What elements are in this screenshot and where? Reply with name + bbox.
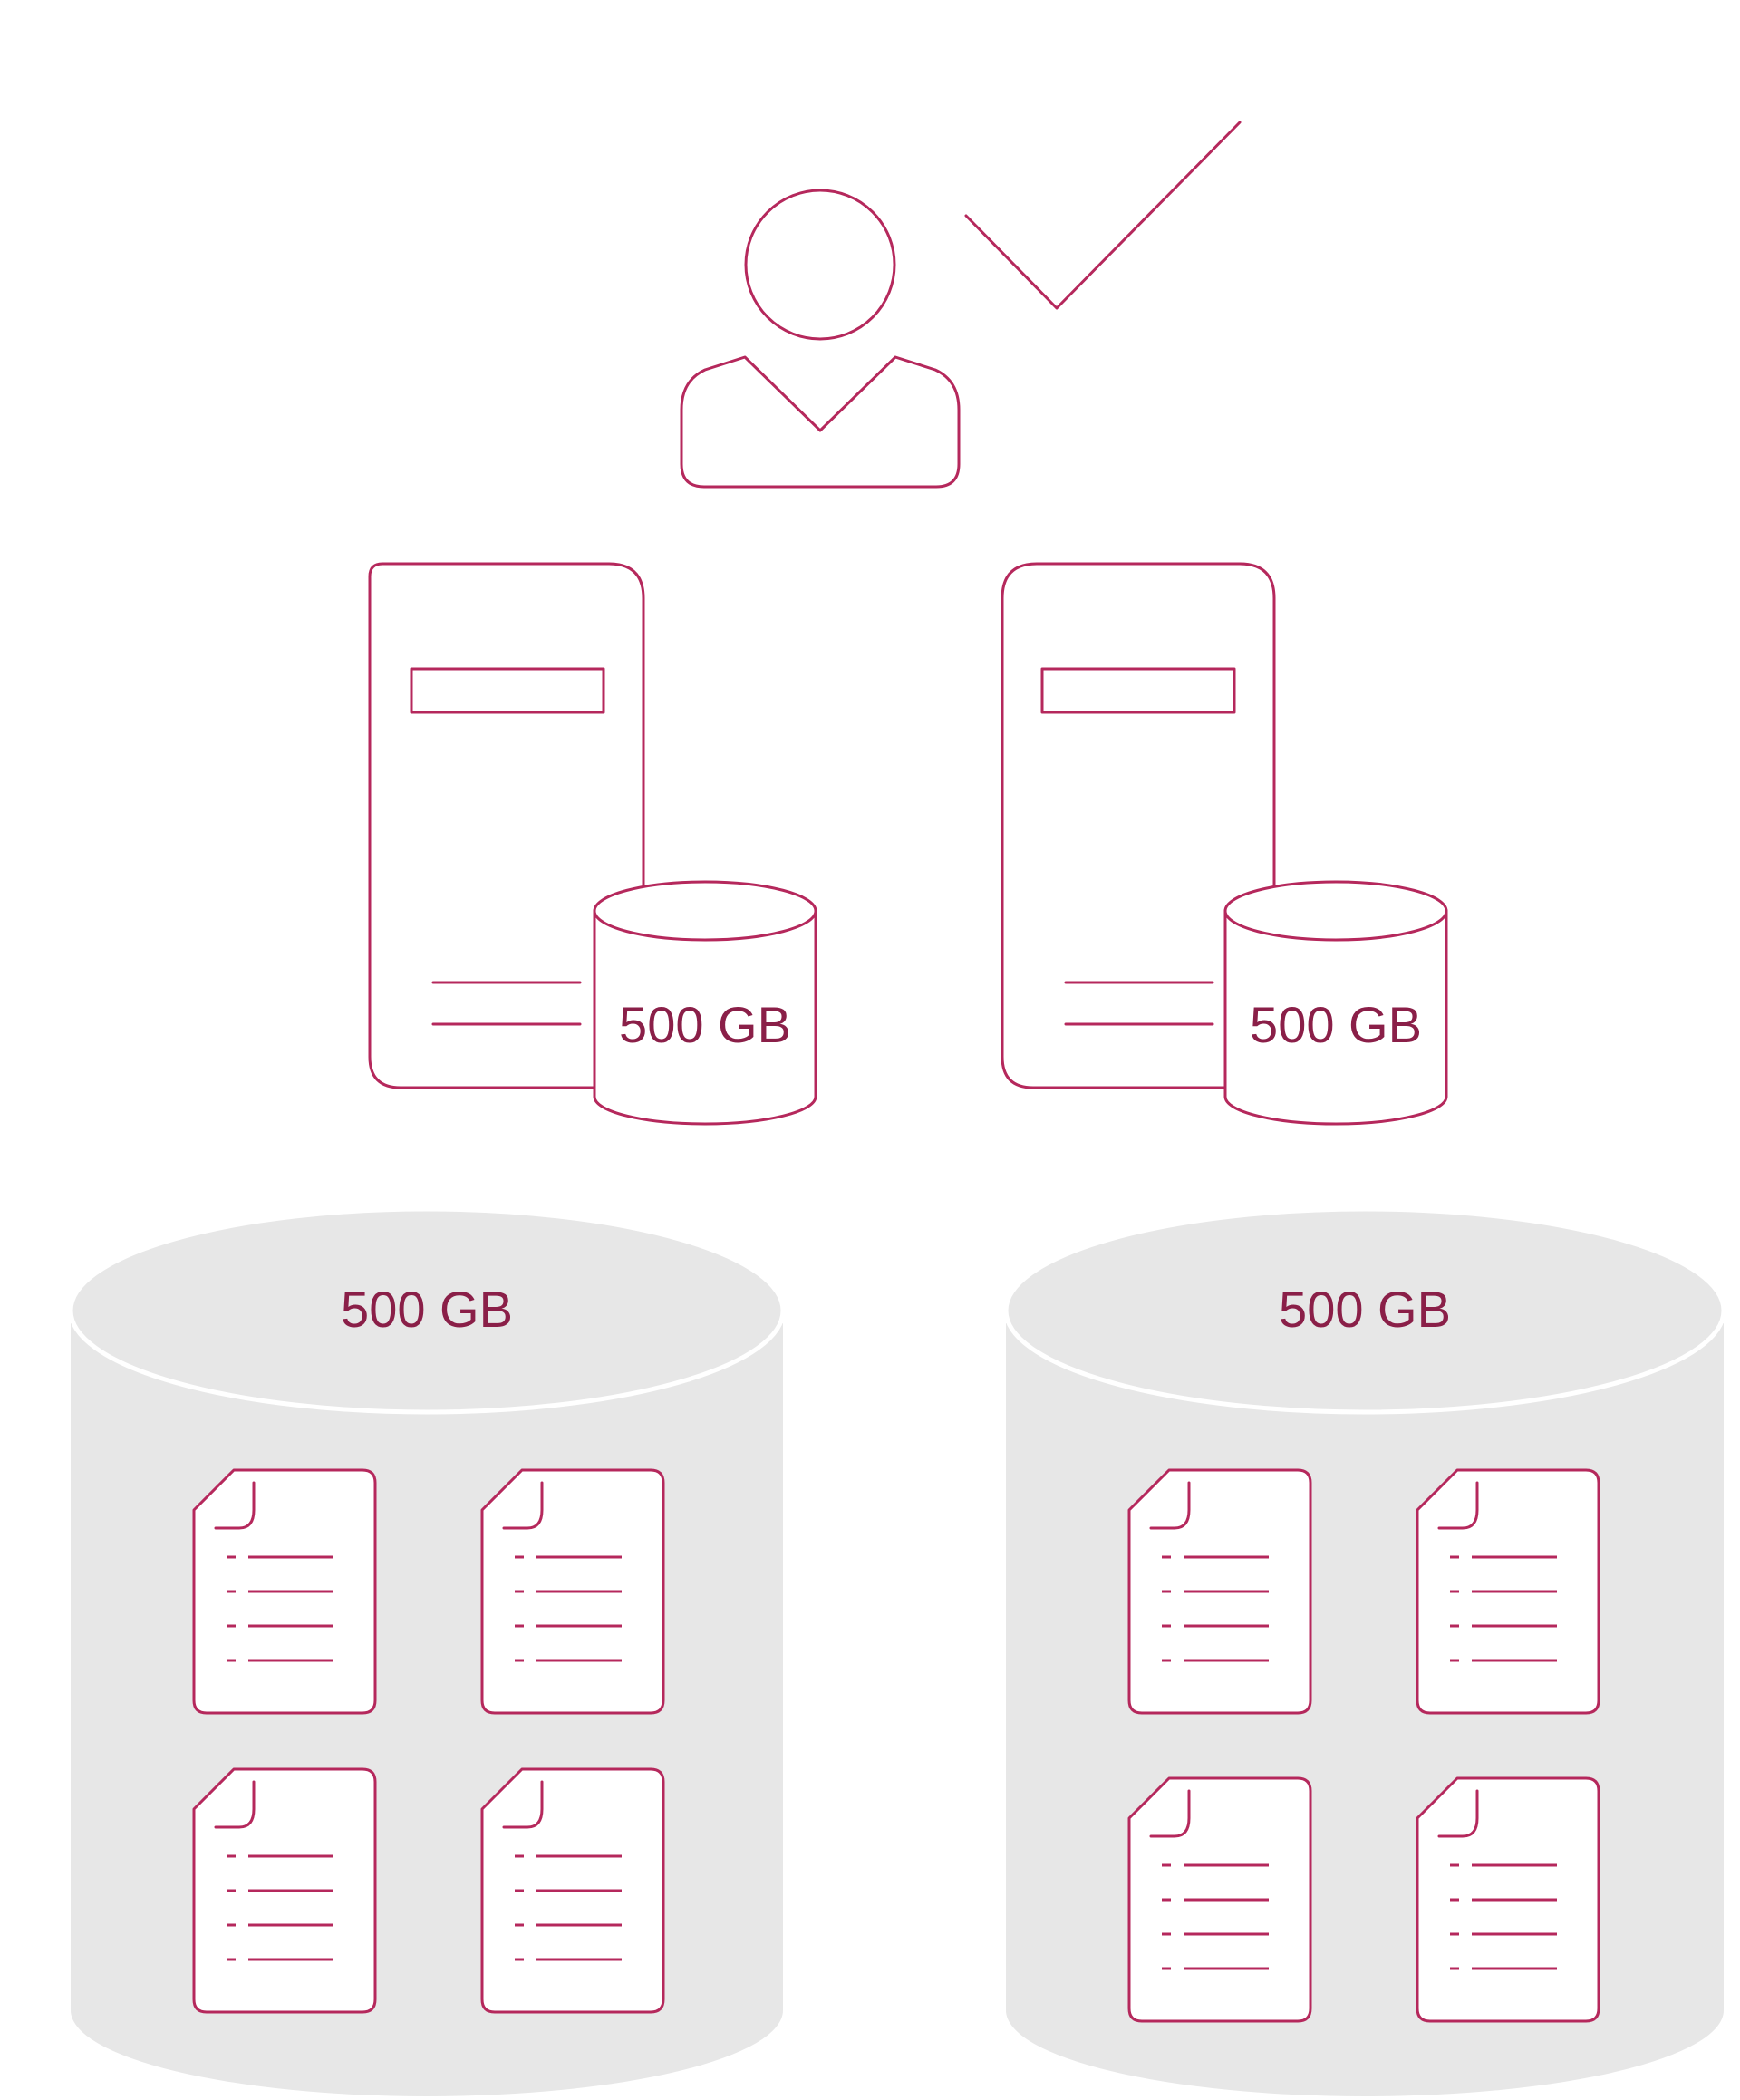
- storage-cylinder-icon: [1006, 1323, 1724, 2096]
- document-icon: [1416, 1776, 1600, 2023]
- document-fold: [1149, 1789, 1191, 1838]
- storage-pool-right: 500 GB: [1003, 1206, 1726, 2096]
- server-icon: [1000, 562, 1276, 1089]
- storage-capacity-label: 500 GB: [1279, 1281, 1451, 1338]
- document-icon: [1127, 1776, 1312, 2023]
- document-icon: [1127, 1468, 1312, 1715]
- document-icon: [480, 1767, 665, 2014]
- document-fold: [214, 1780, 256, 1829]
- document-fold: [1437, 1481, 1479, 1530]
- server-icon: [368, 562, 645, 1089]
- document-fold: [1437, 1789, 1479, 1838]
- document-icon: [192, 1468, 377, 1715]
- document-fold: [214, 1481, 256, 1530]
- document-fold: [502, 1780, 544, 1829]
- storage-pool-left: 500 GB: [68, 1206, 786, 2096]
- server-disk-capacity-label: 500 GB: [1250, 996, 1422, 1053]
- storage-cylinder-icon: [71, 1323, 783, 2096]
- user-icon: [680, 189, 961, 489]
- server-disk-capacity-label: 500 GB: [619, 996, 791, 1053]
- server-left: 500 GB: [368, 562, 817, 1126]
- disk-cylinder-icon: 500 GB: [593, 880, 817, 1126]
- checkmark-icon: [964, 121, 1242, 310]
- server-right: 500 GB: [1000, 562, 1448, 1126]
- server-drive-bay: [1040, 667, 1236, 714]
- disk-cylinder-icon: 500 GB: [1223, 880, 1448, 1126]
- document-icon: [480, 1468, 665, 1715]
- document-icon: [192, 1767, 377, 2014]
- server-drive-bay: [410, 667, 605, 714]
- storage-capacity-label: 500 GB: [341, 1281, 513, 1338]
- document-icon: [1416, 1468, 1600, 1715]
- document-fold: [1149, 1481, 1191, 1530]
- document-fold: [502, 1481, 544, 1530]
